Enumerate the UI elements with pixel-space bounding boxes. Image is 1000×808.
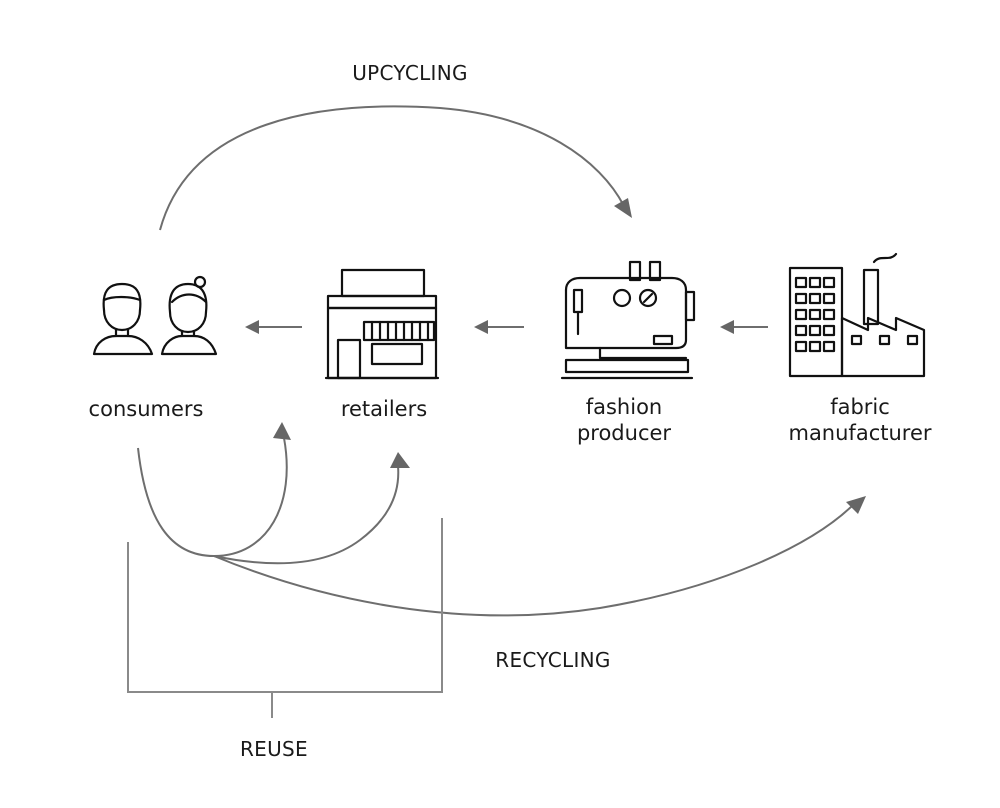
- factory-icon: [788, 252, 926, 378]
- people-icon: [92, 275, 218, 356]
- sewing-machine-icon: [560, 260, 696, 380]
- flow-arrow-fabric-to-producer: [720, 320, 768, 334]
- label-producer: producer: [577, 421, 671, 445]
- label-consumers: consumers: [89, 397, 204, 421]
- label-fashion: fashion: [586, 395, 663, 419]
- shop-icon: [324, 268, 440, 380]
- label-recycling: RECYCLING: [495, 648, 610, 672]
- label-reuse: REUSE: [240, 737, 308, 761]
- flow-arrow-retailers-to-consumers: [245, 320, 302, 334]
- reuse-bracket: [127, 518, 443, 718]
- reuse-arrow-to-retailers: [213, 452, 410, 565]
- flow-arrow-producer-to-retailers: [474, 320, 524, 334]
- label-upcycling: UPCYCLING: [352, 61, 468, 85]
- label-manufacturer: manufacturer: [788, 421, 931, 445]
- upcycling-arrow: [159, 105, 632, 231]
- label-fabric: fabric: [830, 395, 890, 419]
- reuse-arrow-to-consumers: [137, 422, 291, 558]
- label-retailers: retailers: [341, 397, 427, 421]
- recycling-arrow: [213, 496, 866, 617]
